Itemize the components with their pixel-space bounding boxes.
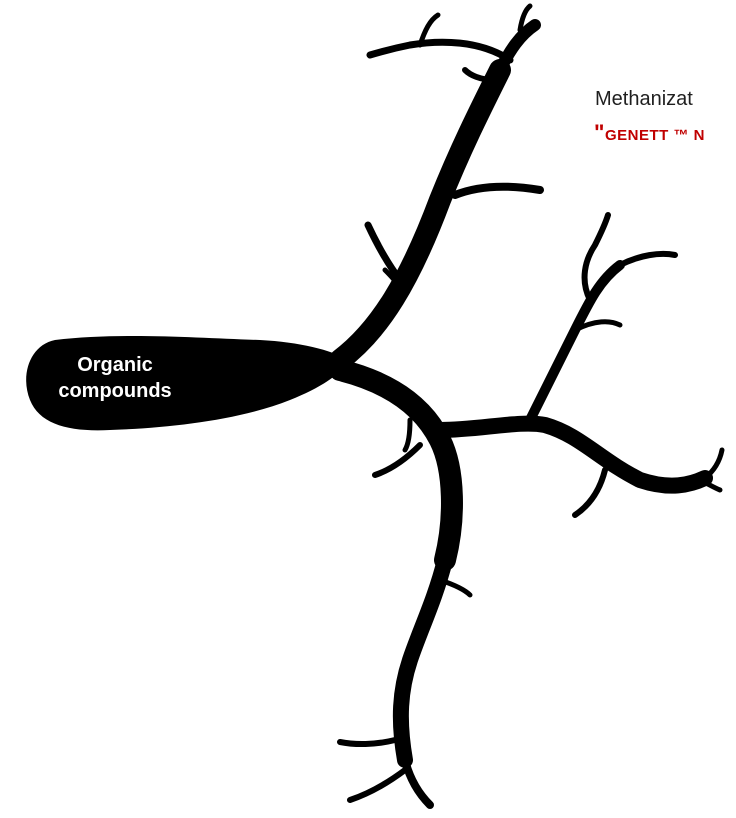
- right-twig-1: [620, 254, 675, 265]
- lower-twig-4: [375, 445, 420, 475]
- subheading-text: GENETT ™ N: [605, 127, 705, 144]
- upper-branch-tip: [500, 25, 535, 70]
- lower-branch-tip: [405, 760, 430, 805]
- right-twig-4: [575, 470, 605, 515]
- subheading-quote: ": [594, 120, 605, 145]
- heading-text: Methanizat: [595, 88, 693, 111]
- right-branch: [440, 424, 705, 486]
- root-label: Organic compounds: [30, 352, 200, 404]
- root-label-line-2: compounds: [30, 378, 200, 404]
- lower-twig-1: [340, 740, 395, 744]
- upper-branch: [340, 70, 500, 360]
- lower-twig-5: [405, 420, 410, 450]
- right-branch-up: [530, 265, 620, 420]
- root-label-line-1: Organic: [30, 352, 200, 378]
- lower-twig-2: [350, 770, 405, 800]
- upper-twig-5: [455, 187, 540, 195]
- lower-branch-2: [401, 560, 445, 760]
- right-twig-5: [705, 450, 722, 478]
- upper-twig-1: [370, 42, 510, 60]
- subheading: "GENETT ™ N: [594, 120, 705, 146]
